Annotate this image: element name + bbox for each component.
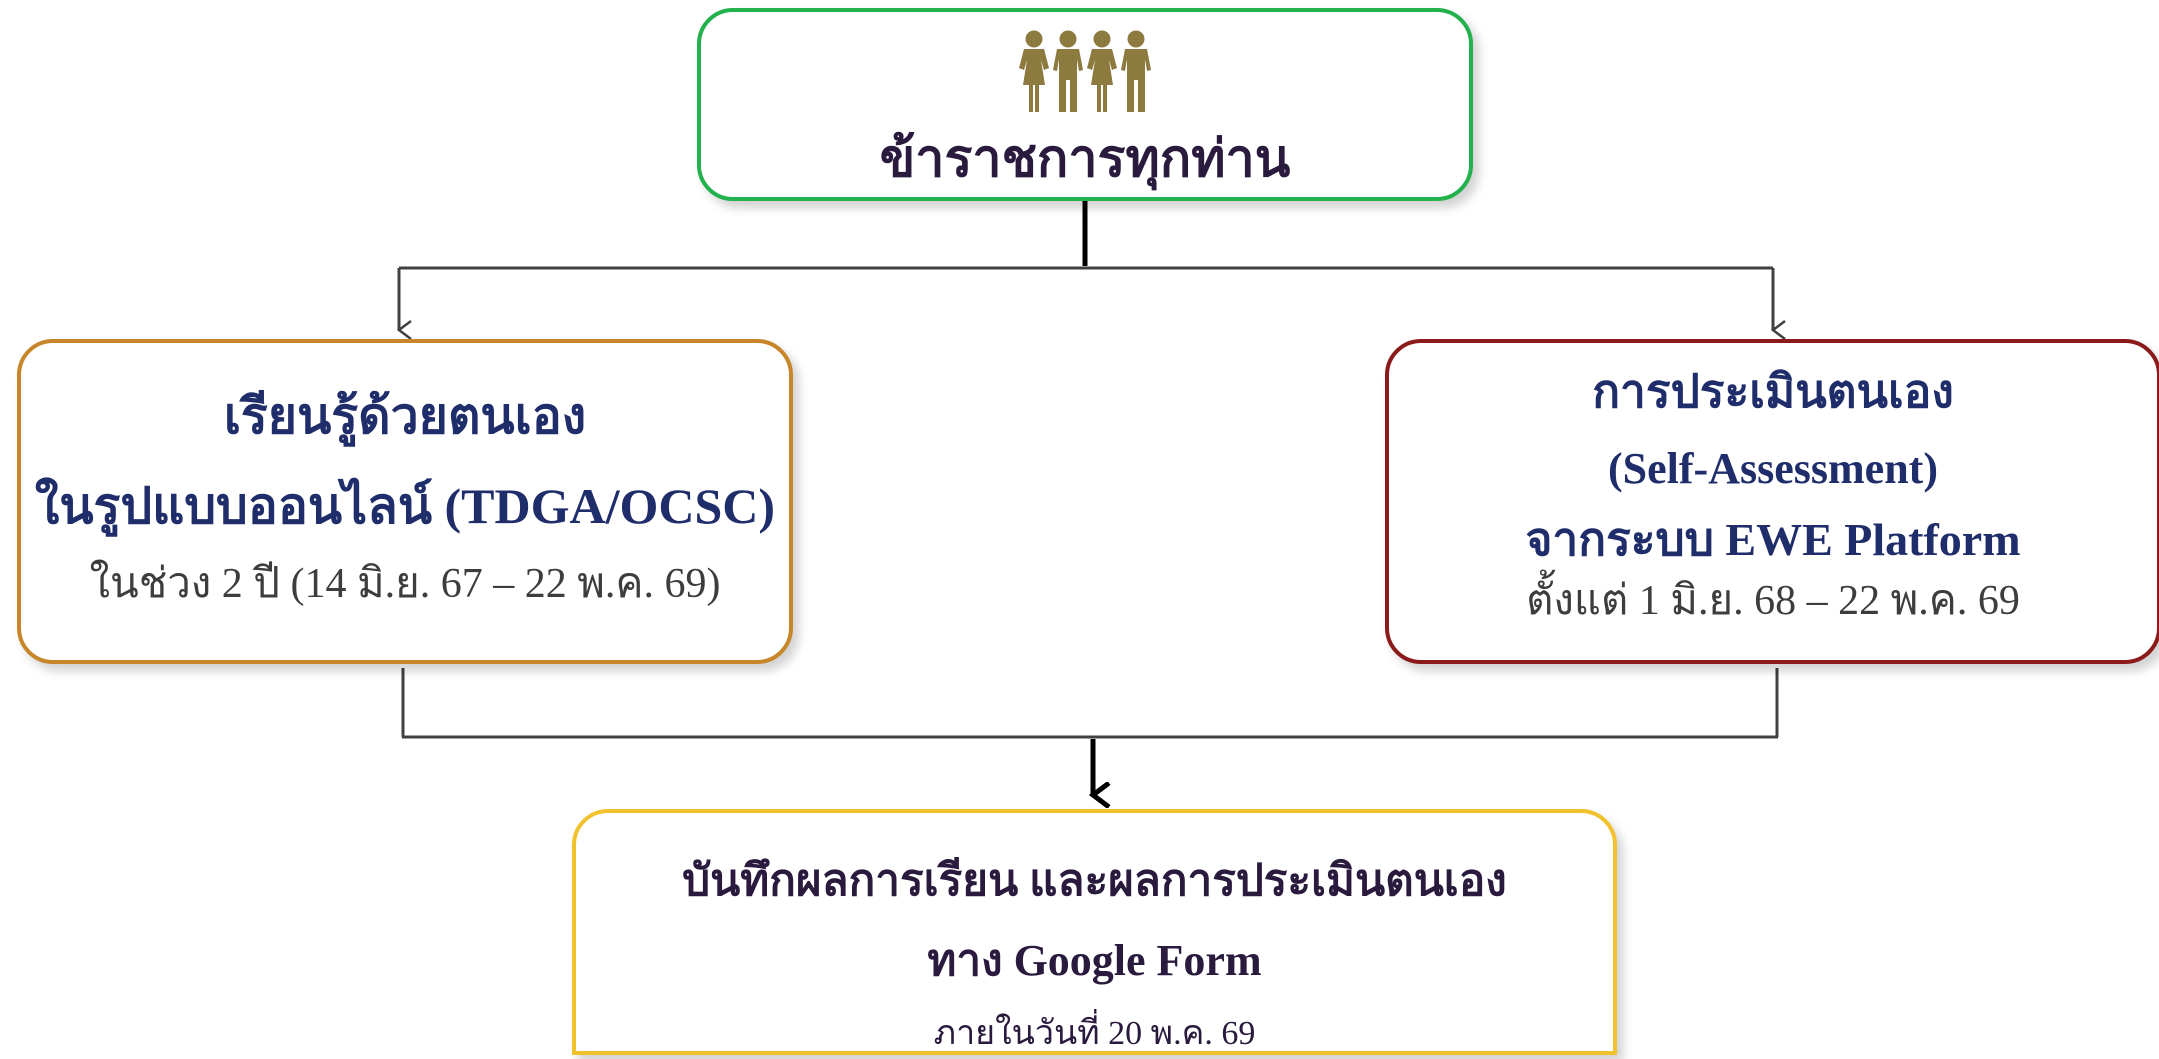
person-icon (1053, 30, 1083, 112)
box-title: การประเมินตนเอง (1592, 365, 1954, 417)
person-icon (1121, 30, 1151, 112)
deadline-text: ภายในวันที่ 20 พ.ค. 69 (933, 1015, 1256, 1052)
all-civil-servants-box: ข้าราชการทุกท่าน (697, 8, 1473, 201)
record-results-box: บันทึกผลการเรียน และผลการประเมินตนเอง ทา… (572, 809, 1617, 1055)
box-subtitle: ในรูปแบบออนไลน์ (TDGA/OCSC) (34, 477, 776, 534)
date-range-text: ในช่วง 2 ปี (14 มิ.ย. 67 – 22 พ.ค. 69) (89, 560, 721, 607)
people-group-icon (1018, 30, 1152, 112)
box-title: บันทึกผลการเรียน และผลการประเมินตนเอง (682, 856, 1507, 905)
box-subtitle: (Self-Assessment) (1608, 443, 1938, 493)
box-title: เรียนรู้ด้วยตนเอง (223, 387, 587, 444)
platform-text: จากระบบ EWE Platform (1525, 513, 2021, 565)
date-range-text: ตั้งแต่ 1 มิ.ย. 68 – 22 พ.ค. 69 (1526, 577, 2020, 624)
self-assessment-box: การประเมินตนเอง (Self-Assessment) จากระบ… (1385, 339, 2159, 664)
box-subtitle: ทาง Google Form (927, 936, 1262, 985)
box-title: ข้าราชการทุกท่าน (879, 131, 1291, 188)
person-icon (1019, 30, 1049, 112)
online-learning-box: เรียนรู้ด้วยตนเอง ในรูปแบบออนไลน์ (TDGA/… (17, 339, 793, 664)
person-icon (1087, 30, 1117, 112)
